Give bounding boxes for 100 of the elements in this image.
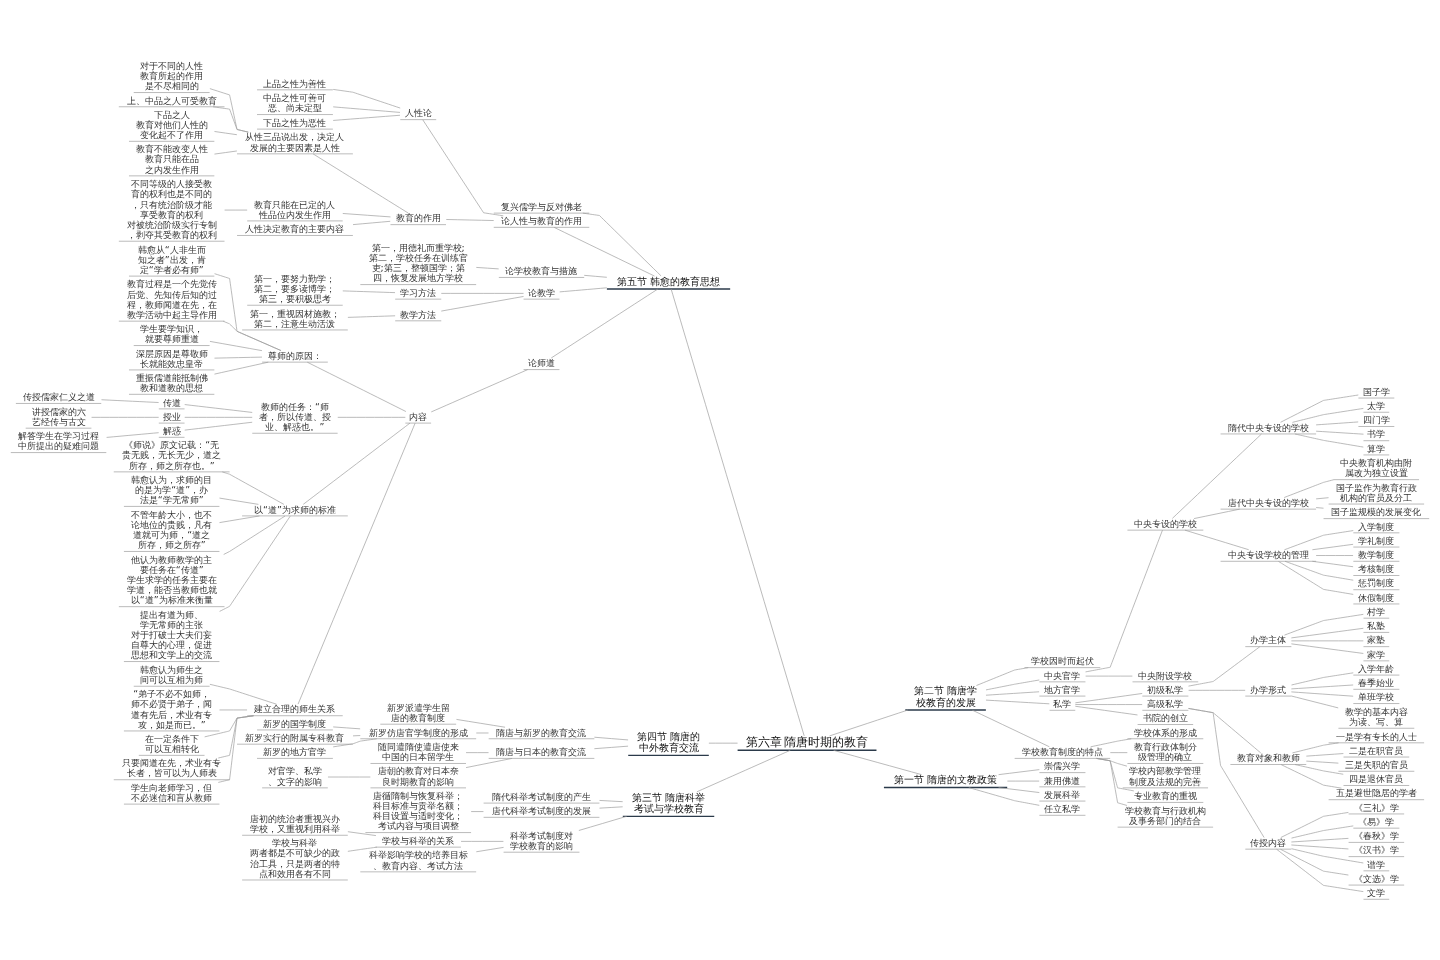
connector bbox=[422, 119, 504, 217]
connector bbox=[214, 356, 263, 359]
node-text: 唐代中央专设的学校 bbox=[1227, 496, 1309, 508]
connector bbox=[971, 709, 1050, 748]
connector bbox=[214, 273, 282, 351]
connector bbox=[1291, 848, 1364, 864]
connector bbox=[1312, 560, 1354, 568]
connector bbox=[594, 745, 629, 750]
node-text: 国子监规模的发展变化 bbox=[1331, 506, 1422, 518]
connector bbox=[1306, 760, 1339, 764]
node-text: 论人性与教育的作用 bbox=[501, 215, 583, 227]
node-text: 《易》学 bbox=[1358, 815, 1395, 827]
node-text: 四门学 bbox=[1362, 414, 1390, 426]
connector bbox=[583, 275, 608, 278]
node-text: 算学 bbox=[1367, 442, 1386, 454]
connector bbox=[829, 709, 909, 737]
node-text: 建立合理的师生关系 bbox=[254, 703, 336, 715]
connector bbox=[1284, 560, 1354, 581]
node-text: 村学 bbox=[1367, 605, 1386, 617]
connector bbox=[475, 267, 499, 270]
node-text: 他认为教师教学的主要任务在“传道” 学生求学的任务主要在学道，能否当教师也就以“道”为标准来衡量 bbox=[126, 553, 217, 606]
connector bbox=[297, 422, 416, 705]
node-text: 以“道”为求师的标准 bbox=[254, 503, 336, 515]
node-text: 第一节 隋唐的文教政策 bbox=[894, 774, 997, 786]
connector bbox=[985, 679, 1040, 691]
connector bbox=[1284, 614, 1364, 636]
node-text: 四是退休官员 bbox=[1349, 773, 1404, 785]
connector bbox=[670, 288, 805, 737]
node-text: 科举考试制度对学校教育的影响 bbox=[510, 829, 574, 851]
connector bbox=[337, 417, 406, 418]
connector bbox=[1291, 640, 1364, 642]
connector bbox=[302, 422, 411, 505]
node-text: 春季始业 bbox=[1358, 677, 1395, 689]
node-text: 教师的任务：“师者，所以传道、授业、解惑也。” bbox=[258, 400, 331, 433]
connector bbox=[184, 417, 253, 418]
connector bbox=[998, 787, 1040, 793]
node-text: 传授儒家仁义之道 bbox=[22, 391, 95, 403]
node-text: 一是学有专长的人士 bbox=[1335, 730, 1417, 742]
node-text: 《春秋》学 bbox=[1353, 830, 1399, 842]
connector bbox=[998, 769, 1040, 775]
connector bbox=[1110, 752, 1128, 753]
node-text: 初级私学 bbox=[1147, 683, 1184, 695]
connector bbox=[1188, 708, 1265, 838]
connector bbox=[460, 841, 504, 842]
node-text: 第一，要努力勤学；第二，要多读博学；第三，要积极思考 bbox=[254, 272, 336, 304]
connector bbox=[550, 288, 659, 359]
node-text: “弟子不必不如师，师不必贤于弟子，闻道有先后，术业有专攻，如是而已。” bbox=[131, 688, 213, 730]
node-text: 新罗仿唐官学制度的形成 bbox=[368, 726, 468, 738]
connector bbox=[1291, 844, 1349, 850]
connector bbox=[209, 341, 263, 351]
connector bbox=[553, 227, 655, 277]
connector bbox=[985, 699, 1050, 705]
node-text: 从性三品说出发，决定人发展的主要因素是人性 bbox=[245, 131, 345, 153]
connector bbox=[1172, 433, 1262, 519]
node-text: 科举影响学校的培养目标、教育内容、考试方法 bbox=[368, 849, 468, 871]
connector bbox=[430, 369, 529, 413]
connector bbox=[475, 732, 489, 734]
connector bbox=[1188, 646, 1261, 687]
connector bbox=[1292, 742, 1339, 754]
node-text: 隋唐与日本的教育交流 bbox=[496, 746, 587, 758]
connector bbox=[219, 497, 259, 505]
node-text: 新罗实行的附属专科教育 bbox=[245, 731, 345, 743]
connector bbox=[347, 831, 377, 836]
connector bbox=[352, 735, 361, 737]
connector bbox=[224, 209, 248, 211]
connector bbox=[219, 515, 260, 523]
connector bbox=[475, 847, 504, 853]
node-text: 书学 bbox=[1367, 428, 1386, 440]
connector bbox=[312, 153, 409, 214]
connector bbox=[1280, 848, 1349, 876]
connector bbox=[976, 667, 1029, 686]
node-text: 私塾 bbox=[1367, 620, 1386, 632]
node-text: 不管年龄大小，也不论地位的贵贱，凡有道就可为师，“道之所存，师之所存” bbox=[131, 508, 213, 551]
node-text: 第六章 隋唐时期的教育 bbox=[745, 735, 869, 748]
node-text: 《三礼》学 bbox=[1353, 801, 1399, 813]
connector bbox=[1284, 530, 1354, 551]
node-text: 对官学、私学、文字的影响 bbox=[267, 765, 322, 787]
connector bbox=[1315, 430, 1364, 435]
connector bbox=[219, 709, 248, 711]
node-text: 新罗派遣学生留唐的教育制度 bbox=[386, 701, 450, 723]
node-text: 文学 bbox=[1367, 887, 1386, 899]
connector bbox=[1075, 693, 1143, 704]
node-text: 二是在职官员 bbox=[1349, 744, 1404, 756]
node-text: 中央附设学校 bbox=[1138, 669, 1193, 681]
connector bbox=[106, 432, 159, 438]
node-text: 家学 bbox=[1367, 648, 1386, 660]
connector bbox=[465, 758, 513, 768]
node-text: 论学校教育与措施 bbox=[505, 265, 578, 277]
node-text: 隋代科举考试制度的产生 bbox=[492, 790, 592, 802]
connector bbox=[968, 787, 1040, 806]
node-text: 人性决定教育的主要内容 bbox=[245, 223, 345, 235]
node-text: 随同遣隋使遣唐使来中国的日本留学生 bbox=[377, 741, 459, 763]
node-text: 上、中品之人可受教育 bbox=[126, 94, 217, 106]
connector bbox=[184, 421, 253, 431]
node-text: 三是失职的官员 bbox=[1344, 759, 1408, 771]
connector bbox=[1306, 753, 1344, 757]
connector bbox=[332, 106, 401, 113]
connector bbox=[440, 296, 524, 312]
node-text: 隋唐与新罗的教育交流 bbox=[496, 726, 587, 738]
node-text: 学校内部教学管理制度及法规的完善 bbox=[1129, 765, 1202, 787]
